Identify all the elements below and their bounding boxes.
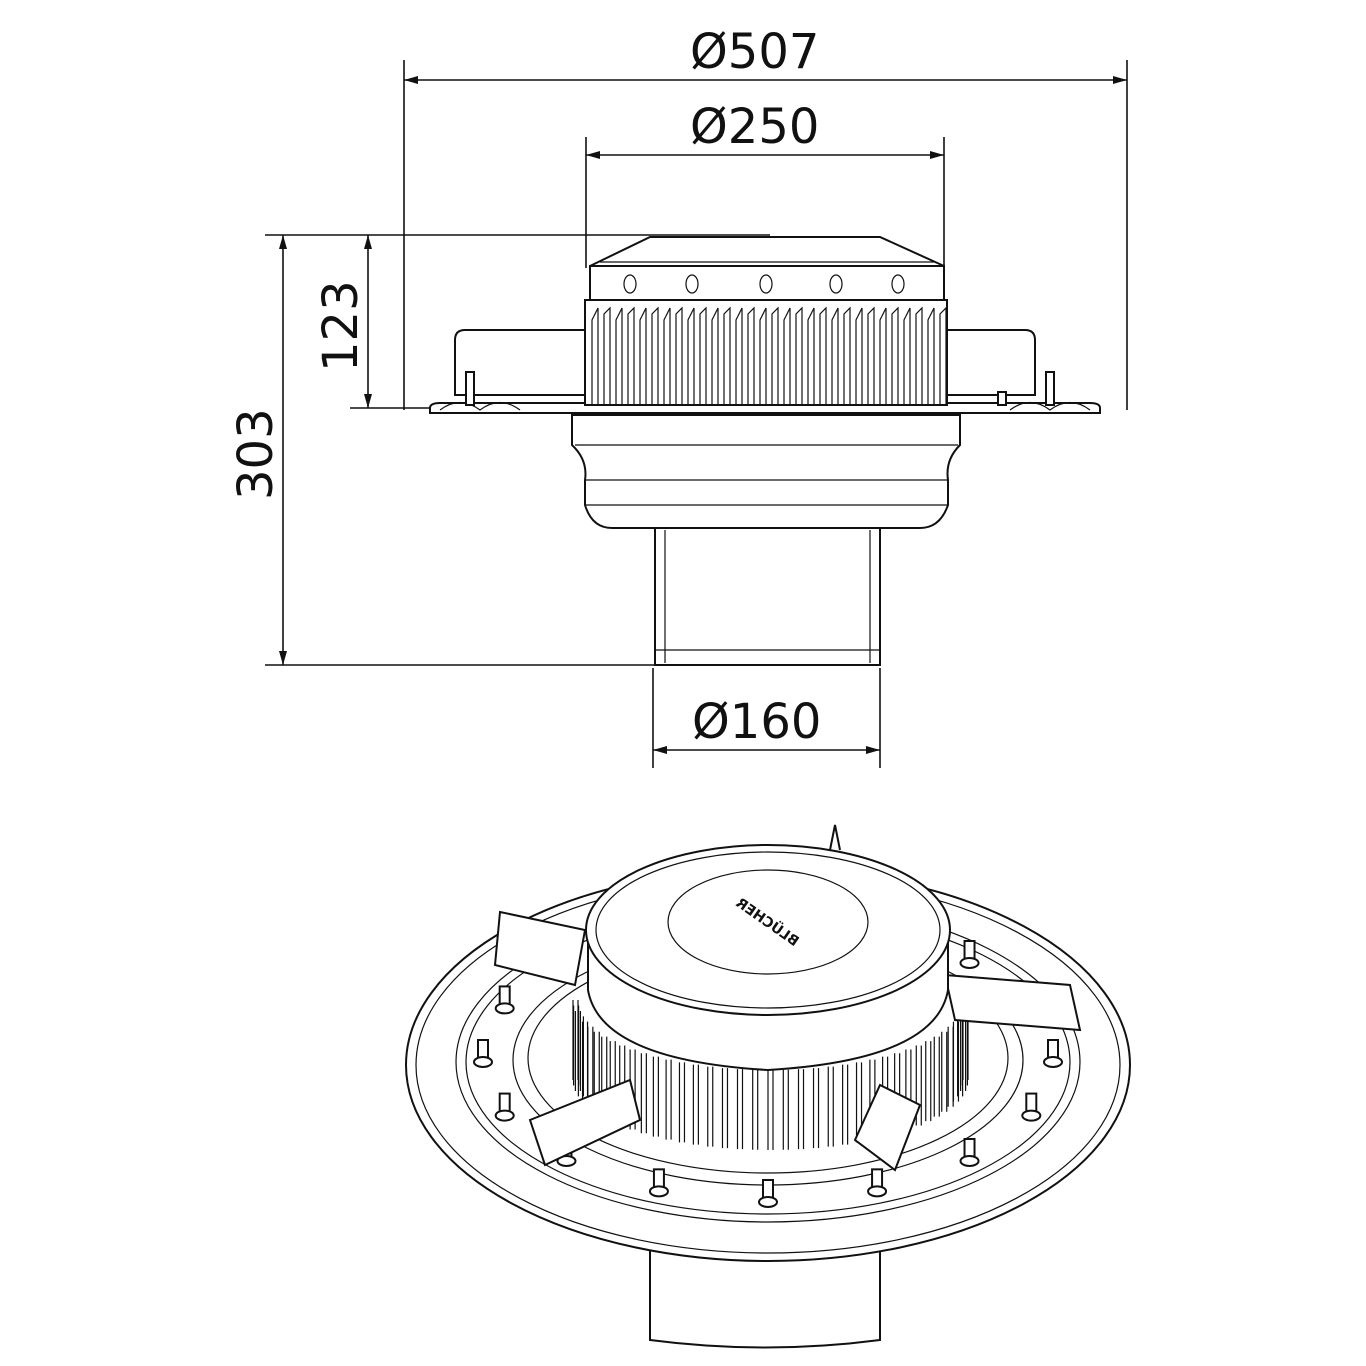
fin: [915, 306, 923, 405]
clamp-arms: [493, 910, 1082, 1172]
fin: [652, 1056, 659, 1137]
fin: [941, 1031, 948, 1112]
fin: [771, 306, 779, 405]
fin: [782, 1069, 789, 1150]
grate-hole: [759, 274, 773, 294]
fin: [699, 306, 707, 405]
fin: [735, 307, 743, 405]
bolt-nut: [758, 1196, 778, 1208]
fin: [807, 307, 815, 405]
bolt-nut: [556, 1154, 577, 1167]
bolt-nut: [494, 1109, 515, 1122]
fin: [797, 1069, 805, 1150]
svg-text:Ø507: Ø507: [690, 24, 819, 80]
fin: [615, 307, 623, 405]
dimension-upper-height: 123: [313, 235, 430, 409]
bolt: [465, 371, 475, 406]
fin: [879, 307, 887, 405]
fin: [795, 306, 803, 405]
fin: [759, 307, 767, 405]
fin: [891, 306, 899, 405]
dimension-outer-diameter: Ø507: [403, 24, 1128, 410]
fin: [925, 1041, 932, 1122]
fin: [663, 307, 671, 405]
fin: [831, 307, 839, 405]
fin: [939, 306, 947, 405]
bolt-nut: [473, 1056, 493, 1068]
bolt-nut: [959, 957, 980, 970]
vent-tip: [829, 824, 841, 851]
fin: [867, 306, 875, 405]
bolt-nut: [648, 1185, 669, 1198]
grate-hole: [829, 274, 843, 294]
dimension-grate-diameter: Ø250: [585, 99, 945, 268]
fin: [723, 306, 731, 405]
fin: [603, 306, 611, 405]
fin: [651, 306, 659, 405]
bolt: [1045, 371, 1055, 406]
svg-text:303: 303: [228, 408, 284, 500]
logo-ring: [667, 869, 869, 975]
bolt: [997, 391, 1007, 406]
grate-hole: [623, 274, 637, 294]
grate-cap-iso: [585, 844, 951, 1016]
fin: [903, 307, 911, 405]
fin: [639, 307, 647, 405]
outlet-pipe: [654, 527, 881, 666]
side-view: [429, 236, 1101, 666]
fin: [736, 1069, 744, 1150]
fin: [843, 306, 851, 405]
dimension-total-height: 303: [228, 234, 770, 666]
fin: [721, 1068, 729, 1149]
fins: [591, 306, 947, 405]
svg-text:Ø250: Ø250: [690, 99, 819, 155]
grate-hole: [891, 274, 905, 294]
drain-body: [571, 414, 961, 529]
fin: [577, 1016, 584, 1097]
fin: [665, 1059, 672, 1140]
fin: [687, 307, 695, 405]
bolt-nut: [867, 1185, 888, 1198]
outlet-pipe-iso: [649, 1249, 881, 1349]
fin: [675, 306, 683, 405]
grate-holes: [623, 274, 905, 294]
fin: [812, 1068, 820, 1149]
fin: [747, 306, 755, 405]
dimension-pipe-diameter: Ø160: [652, 668, 881, 768]
fin: [587, 1026, 594, 1107]
fin: [678, 1062, 686, 1143]
grate-hole: [685, 274, 699, 294]
fin: [927, 307, 935, 405]
fin: [707, 1066, 714, 1147]
fin: [574, 1010, 582, 1091]
fin: [842, 1064, 849, 1145]
fin: [855, 307, 863, 405]
bolt-nut: [1043, 1056, 1063, 1068]
fin: [952, 1021, 960, 1102]
bolt-nut: [959, 1154, 980, 1167]
fin: [827, 1066, 834, 1147]
bolt-nut: [494, 1002, 515, 1015]
fin: [959, 1010, 967, 1091]
bolt-nut: [1021, 1109, 1042, 1122]
fin: [767, 1070, 774, 1150]
fin: [819, 306, 827, 405]
fin: [640, 1053, 647, 1134]
grate-cap: [589, 236, 945, 267]
svg-text:Ø160: Ø160: [692, 694, 821, 750]
fin: [711, 307, 719, 405]
svg-text:123: 123: [313, 280, 369, 372]
fin: [627, 306, 635, 405]
fins: [572, 1000, 969, 1150]
isometric-view: BLÜCHER: [405, 824, 1131, 1349]
fin: [591, 307, 599, 405]
fin: [933, 1036, 940, 1117]
grate-band: [589, 265, 945, 301]
fin: [783, 307, 791, 405]
fin: [752, 1069, 759, 1150]
fin: [692, 1064, 699, 1145]
